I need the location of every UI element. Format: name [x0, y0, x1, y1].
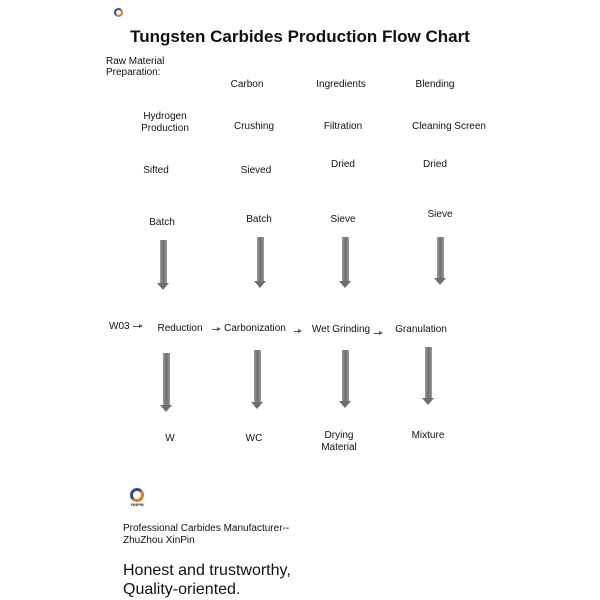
step-sieve-1: Sieve: [330, 214, 356, 225]
step-sifted: Sifted: [143, 165, 169, 176]
down-arrow-icon: [434, 237, 446, 285]
right-arrow-icon: [374, 331, 383, 335]
right-arrow-icon: [212, 327, 221, 331]
step-batch-2: Batch: [246, 214, 272, 225]
process-wet-grinding: Wet Grinding: [311, 324, 371, 335]
step-dried-1: Dried: [331, 159, 355, 170]
step-sieved: Sieved: [240, 165, 272, 176]
process-carbonization: Carbonization: [224, 323, 286, 334]
page-title: Tungsten Carbides Production Flow Chart: [130, 27, 470, 46]
step-sieve-2: Sieve: [427, 209, 453, 220]
step-batch-1: Batch: [149, 217, 175, 228]
down-arrow-icon: [339, 350, 351, 408]
right-arrow-icon: [133, 324, 143, 328]
down-arrow-icon: [251, 350, 263, 409]
down-arrow-icon: [422, 347, 434, 405]
output-wc: WC: [245, 433, 263, 444]
footer-line2: ZhuZhou XinPin: [123, 535, 195, 546]
process-granulation: Granulation: [395, 324, 447, 335]
slogan-line1: Honest and trustworthy,: [123, 562, 291, 579]
down-arrow-icon: [157, 240, 169, 290]
step-cleaning-screen: Cleaning Screen: [412, 121, 486, 132]
down-arrow-icon: [160, 353, 172, 412]
output-drying-material: Drying Material: [321, 430, 357, 453]
xinpin-logo-icon: [130, 488, 144, 502]
step-blending: Blending: [415, 79, 455, 90]
footer-line1: Professional Carbides Manufacturer--: [123, 523, 290, 534]
step-dried-2: Dried: [423, 159, 447, 170]
right-arrow-icon: [294, 329, 302, 333]
step-crushing: Crushing: [233, 121, 275, 132]
output-w: W: [165, 433, 175, 444]
preparation-label: Preparation:: [106, 67, 161, 78]
raw-material-label: Raw Material: [106, 56, 165, 67]
process-reduction: Reduction: [157, 323, 203, 334]
logo-text: XINPIN: [130, 502, 144, 507]
step-ingredients: Ingredients: [316, 79, 366, 90]
step-carbon: Carbon: [230, 79, 264, 90]
down-arrow-icon: [254, 237, 266, 288]
output-mixture: Mixture: [411, 430, 445, 441]
step-filtration: Filtration: [323, 121, 363, 132]
slogan-line2: Quality-oriented.: [123, 581, 241, 598]
small-logo-icon: [114, 8, 123, 17]
step-hydrogen-production: Hydrogen Production: [141, 111, 189, 134]
down-arrow-icon: [339, 237, 351, 288]
process-w03: W03: [109, 321, 130, 332]
